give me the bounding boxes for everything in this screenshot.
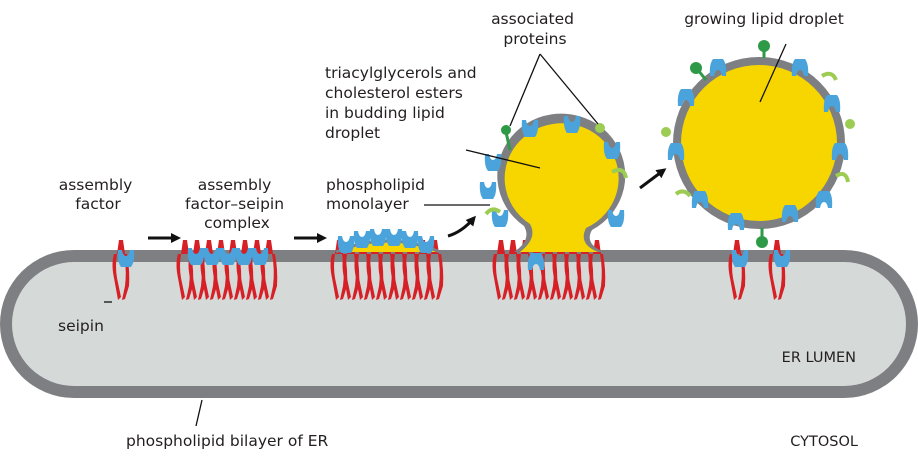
label-assembly-factor: assembly factor	[59, 176, 138, 213]
label-bilayer: phospholipid bilayer of ER	[126, 432, 329, 450]
er-membrane	[0, 250, 918, 398]
label-complex: assembly factor–seipin complex	[185, 176, 289, 232]
process-arrow	[447, 215, 476, 238]
label-seipin: seipin	[58, 317, 104, 335]
label-cytosol: CYTOSOL	[790, 434, 858, 450]
process-arrow	[639, 168, 667, 190]
label-growing: growing lipid droplet	[684, 10, 844, 28]
label-er-lumen: ER LUMEN	[782, 350, 856, 366]
leader-lines	[104, 43, 787, 427]
label-monolayer: phospholipid monolayer	[326, 176, 430, 213]
labels: assembly factor seipin assembly factor–s…	[58, 10, 858, 450]
process-arrows	[148, 168, 667, 243]
label-proteins: associated proteins	[491, 10, 579, 48]
stage-4-budding-droplet	[479, 113, 628, 300]
stage-5-growing-droplet	[661, 40, 855, 300]
label-tag: triacylglycerols and cholesterol esters …	[325, 64, 482, 142]
stage-3-lens	[330, 229, 444, 300]
